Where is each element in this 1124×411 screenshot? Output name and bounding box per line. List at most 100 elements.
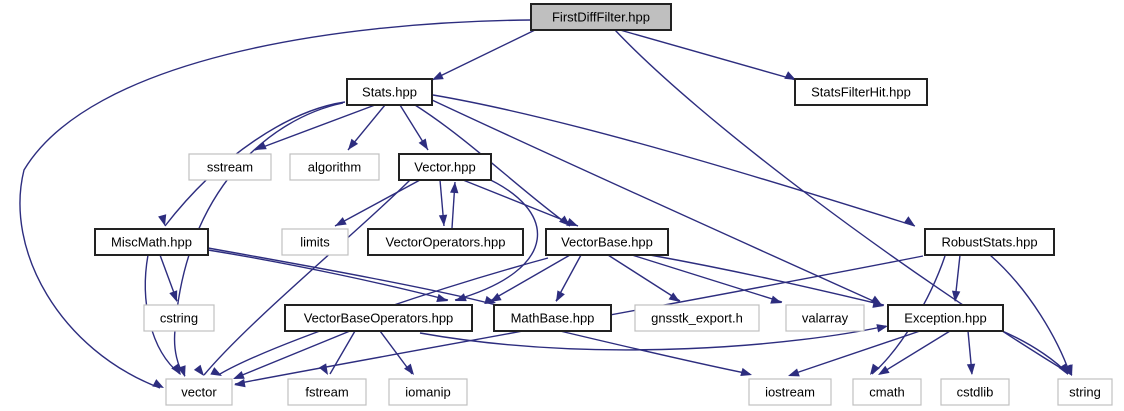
- node-gnsstk_export[interactable]: gnsstk_export.h: [634, 304, 760, 332]
- arrowhead-miscmath-to-mathbase: [484, 295, 496, 305]
- arrowhead-vectorbase-to-exception: [872, 299, 884, 308]
- arrowhead-stats-to-sstream: [255, 141, 267, 150]
- arrowhead-vectorbase-to-valarray: [770, 295, 782, 304]
- arrowhead-stats-to-miscmath: [158, 214, 167, 226]
- edge-stats-to-exception: [431, 99, 883, 306]
- node-box-algorithm[interactable]: [289, 153, 380, 181]
- node-robuststats[interactable]: RobustStats.hpp: [924, 228, 1055, 256]
- node-stats[interactable]: Stats.hpp: [346, 78, 433, 106]
- node-box-iostream[interactable]: [748, 378, 832, 406]
- node-box-gnsstk_export[interactable]: [634, 304, 760, 332]
- arrowhead-vector_hpp-to-vectoroperators: [438, 214, 448, 226]
- node-vectoroperators[interactable]: VectorOperators.hpp: [367, 228, 524, 256]
- node-statsfilterhit[interactable]: StatsFilterHit.hpp: [794, 78, 928, 106]
- arrowhead-stats-to-algorithm: [348, 138, 359, 150]
- node-box-string[interactable]: [1057, 378, 1113, 406]
- edge-vectorbaseops-to-fstream: [329, 330, 356, 375]
- node-box-cmath[interactable]: [852, 378, 922, 406]
- node-box-valarray[interactable]: [785, 304, 865, 332]
- node-box-firstdifffilter[interactable]: [530, 3, 672, 31]
- node-box-exception[interactable]: [887, 304, 1004, 332]
- edges-layer: [19, 19, 1073, 389]
- node-firstdifffilter[interactable]: FirstDiffFilter.hpp: [530, 3, 672, 31]
- node-exception[interactable]: Exception.hpp: [887, 304, 1004, 332]
- edge-vectorbase-to-valarray: [631, 254, 783, 303]
- arrowhead-vectorbaseops-to-fstream: [318, 363, 328, 375]
- node-box-stats[interactable]: [346, 78, 433, 106]
- node-box-mathbase[interactable]: [493, 304, 612, 332]
- node-vectorbaseops[interactable]: VectorBaseOperators.hpp: [284, 304, 473, 332]
- node-iostream[interactable]: iostream: [748, 378, 832, 406]
- arrowhead-robuststats-to-vector: [234, 378, 246, 388]
- node-vectorbase[interactable]: VectorBase.hpp: [545, 228, 669, 256]
- node-box-vectoroperators[interactable]: [367, 228, 524, 256]
- edge-firstdifffilter-to-statsfilterhit: [619, 29, 797, 81]
- arrowhead-vector_hpp-to-vectorbase: [566, 217, 578, 226]
- arrowhead-vector_hpp-to-vectorbaseops: [455, 293, 467, 302]
- edge-vectorbase-to-exception: [649, 254, 885, 306]
- edge-vectorbaseops-to-vector: [234, 330, 351, 379]
- edge-mathbase-to-iostream: [559, 330, 751, 375]
- arrowhead-firstdifffilter-to-statsfilterhit: [784, 71, 796, 80]
- node-fstream[interactable]: fstream: [287, 378, 367, 406]
- node-box-vectorbase[interactable]: [545, 228, 669, 256]
- arrowhead-vector_hpp-to-vector: [193, 364, 204, 376]
- edge-stats-to-vectorbase: [414, 104, 571, 227]
- arrowhead-vectorbaseops-to-iomanip: [404, 363, 414, 375]
- edge-vectorbase-to-gnsstk_export: [607, 254, 681, 302]
- node-cmath[interactable]: cmath: [852, 378, 922, 406]
- node-box-miscmath[interactable]: [94, 228, 209, 256]
- edge-vector_hpp-to-vectorbaseops: [454, 175, 539, 301]
- arrowhead-exception-to-cstdlib: [966, 363, 976, 375]
- node-iomanip[interactable]: iomanip: [388, 378, 468, 406]
- node-vector[interactable]: vector: [165, 378, 233, 406]
- node-box-vectorbaseops[interactable]: [284, 304, 473, 332]
- node-box-cstdlib[interactable]: [940, 378, 1010, 406]
- node-sstream[interactable]: sstream: [188, 153, 272, 181]
- arrowhead-stats-to-vector: [177, 365, 186, 377]
- node-vector_hpp[interactable]: Vector.hpp: [398, 153, 492, 181]
- node-limits[interactable]: limits: [281, 228, 349, 256]
- arrowhead-firstdifffilter-to-stats: [432, 71, 444, 80]
- arrowhead-exception-to-string: [1058, 363, 1068, 375]
- edge-stats-to-sstream: [254, 104, 376, 151]
- node-box-vector_hpp[interactable]: [398, 153, 492, 181]
- arrowhead-miscmath-to-vector: [171, 363, 181, 375]
- arrowhead-vectorbase-to-vector: [210, 367, 222, 376]
- arrowhead-exception-to-cmath: [878, 365, 890, 375]
- edge-vectorbase-to-vectorbaseops: [489, 254, 571, 302]
- edge-miscmath-to-vectorbaseops: [207, 249, 449, 301]
- edge-firstdifffilter-to-vector: [19, 19, 532, 389]
- node-box-limits[interactable]: [281, 228, 349, 256]
- arrowhead-robuststats-to-exception: [951, 290, 961, 302]
- node-box-iomanip[interactable]: [388, 378, 468, 406]
- node-box-cstring[interactable]: [143, 304, 215, 332]
- arrowhead-miscmath-to-cstring: [169, 290, 178, 302]
- node-string[interactable]: string: [1057, 378, 1113, 406]
- node-box-vector[interactable]: [165, 378, 233, 406]
- node-box-fstream[interactable]: [287, 378, 367, 406]
- node-mathbase[interactable]: MathBase.hpp: [493, 304, 612, 332]
- node-box-statsfilterhit[interactable]: [794, 78, 928, 106]
- node-cstdlib[interactable]: cstdlib: [940, 378, 1010, 406]
- edge-vector_hpp-to-vectorbase: [462, 179, 579, 227]
- edge-stats-to-robuststats: [432, 94, 916, 227]
- edge-exception-to-iostream: [789, 330, 921, 376]
- node-valarray[interactable]: valarray: [785, 304, 865, 332]
- arrowheads-layer: [152, 71, 1073, 388]
- node-box-sstream[interactable]: [188, 153, 272, 181]
- edge-exception-to-cmath: [879, 330, 951, 375]
- edge-firstdifffilter-to-stats: [431, 29, 536, 81]
- arrowhead-vectoroperators-to-vector_hpp: [450, 182, 459, 194]
- arrowhead-vectorbase-to-gnsstk_export: [668, 292, 680, 302]
- arrowhead-vectorbaseops-to-exception: [876, 324, 888, 333]
- edge-vector_hpp-to-limits: [334, 179, 421, 227]
- node-cstring[interactable]: cstring: [143, 304, 215, 332]
- node-miscmath[interactable]: MiscMath.hpp: [94, 228, 209, 256]
- arrowhead-exception-to-iostream: [788, 368, 800, 377]
- node-box-robuststats[interactable]: [924, 228, 1055, 256]
- node-algorithm[interactable]: algorithm: [289, 153, 380, 181]
